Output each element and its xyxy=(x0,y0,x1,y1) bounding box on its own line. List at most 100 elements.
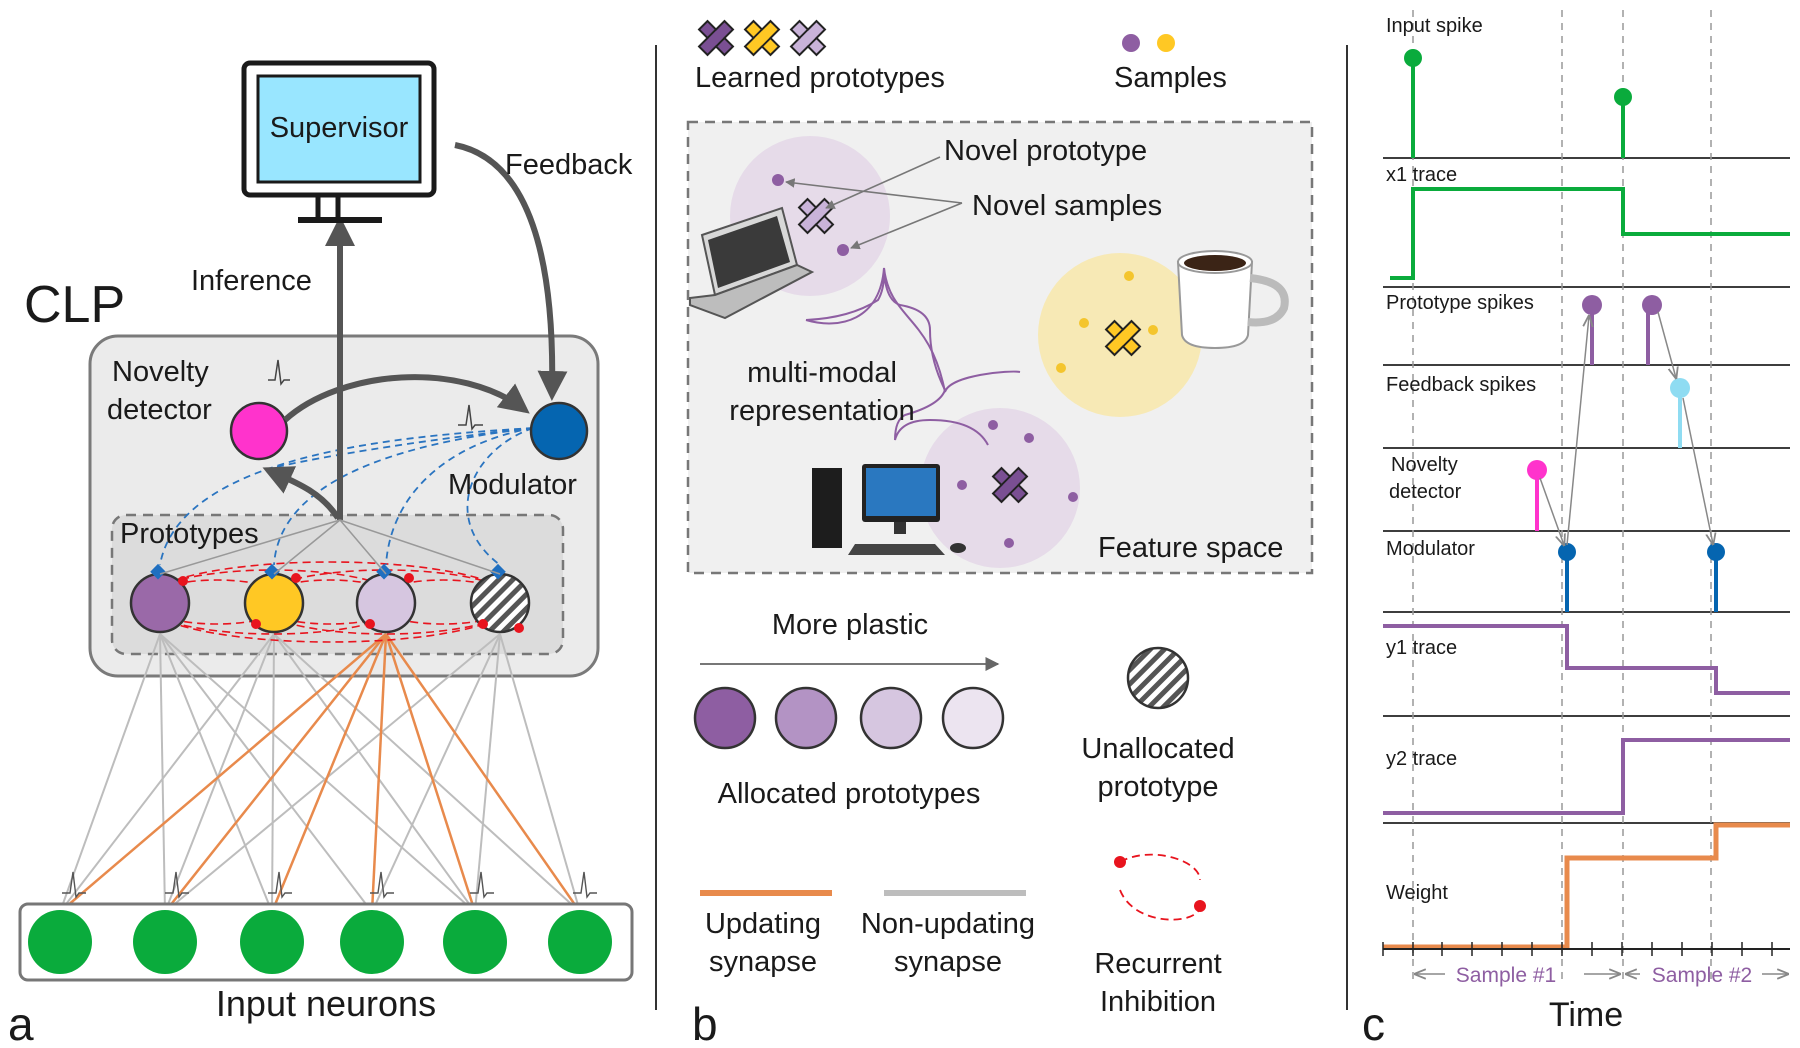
row-separators xyxy=(1383,157,1790,824)
feedback-label: Feedback xyxy=(505,149,633,181)
supervisor-label: Supervisor xyxy=(270,112,409,144)
feature-space-label: Feature space xyxy=(1098,532,1283,564)
modulator-connections xyxy=(159,427,534,566)
input-neuron-4 xyxy=(340,910,404,974)
causal-arrows xyxy=(1539,311,1713,545)
allocated-proto-4 xyxy=(941,686,1005,750)
allocated-proto-2 xyxy=(774,686,838,750)
updating-line1: Updating xyxy=(705,908,821,940)
unallocated-proto xyxy=(1126,646,1190,710)
input-neuron-1 xyxy=(28,910,92,974)
yellow-prototype-cross xyxy=(1104,319,1142,357)
novelty-detector-neuron xyxy=(229,401,289,461)
desktop-computer-image xyxy=(812,464,966,555)
row-label-weight: Weight xyxy=(1386,882,1448,904)
synapse-markers xyxy=(150,563,524,633)
input-neuron-6 xyxy=(548,910,612,974)
more-plastic-label: More plastic xyxy=(772,609,928,641)
brace-connector xyxy=(805,267,1021,393)
row-label-detector: detector xyxy=(1389,481,1462,503)
updating-line2: synapse xyxy=(709,946,817,978)
row-label-input-spike: Input spike xyxy=(1386,15,1483,37)
sample-dot-purple xyxy=(1122,34,1140,52)
panel-b: Learned prototypes Samples xyxy=(686,19,1314,1048)
nonupdating-line2: synapse xyxy=(894,946,1002,978)
sample1-label: Sample #1 xyxy=(1456,964,1556,987)
input-neurons-box xyxy=(18,902,634,982)
input-neuron-2 xyxy=(133,910,197,974)
feedback-spike xyxy=(1670,378,1690,448)
recurrent-inhibition-swatch xyxy=(1114,853,1206,921)
panel-b-letter: b xyxy=(692,998,718,1048)
recurrent-line2: Inhibition xyxy=(1100,986,1216,1018)
recurrent-line1: Recurrent xyxy=(1094,948,1221,980)
modulator-spikes xyxy=(1558,543,1725,612)
row-label-novelty: Novelty xyxy=(1391,454,1458,476)
weight-trace xyxy=(1383,822,1790,950)
row-label-y2-trace: y2 trace xyxy=(1386,748,1457,770)
time-label: Time xyxy=(1549,996,1623,1034)
allocated-proto-1 xyxy=(693,686,757,750)
coffee-cup-image xyxy=(1176,250,1289,350)
row-label-modulator: Modulator xyxy=(1386,538,1475,560)
novelty-spike xyxy=(1527,460,1547,531)
nonupdating-synapses xyxy=(59,633,581,913)
learned-prototypes-crosses xyxy=(697,19,827,57)
sample2-label: Sample #2 xyxy=(1652,964,1752,987)
samples-label: Samples xyxy=(1114,62,1227,94)
sample-dot-yellow xyxy=(1157,34,1175,52)
feedback-arrow xyxy=(454,142,568,401)
multimodal-line1: multi-modal xyxy=(747,357,897,389)
novelty-label-line1: Novelty xyxy=(112,356,209,388)
novel-prototype-cross xyxy=(797,197,835,235)
panel-a: Supervisor Feedback Inference CLP Novelt… xyxy=(8,60,634,1048)
clp-label: CLP xyxy=(24,276,125,334)
novelty-label-line2: detector xyxy=(107,394,212,426)
inference-label: Inference xyxy=(191,265,312,297)
row-label-prototype-spikes: Prototype spikes xyxy=(1386,292,1534,314)
allocated-proto-3 xyxy=(859,686,923,750)
purple-prototype-cross xyxy=(991,466,1029,504)
novelty-to-modulator-arrow xyxy=(282,374,530,423)
time-axis-ticks xyxy=(1382,942,1773,956)
multimodal-line2: representation xyxy=(729,395,914,427)
annotation-arrows xyxy=(785,156,963,250)
row-label-x1-trace: x1 trace xyxy=(1386,164,1457,186)
laptop-image xyxy=(689,206,815,320)
y2-trace xyxy=(1383,738,1790,815)
novel-samples-label: Novel samples xyxy=(972,190,1162,222)
input-spike-glyphs xyxy=(62,871,597,899)
updating-synapses xyxy=(59,633,582,913)
row-label-feedback-spikes: Feedback spikes xyxy=(1386,374,1536,396)
spike-glyph-modulator xyxy=(458,404,483,431)
spike-glyph-novelty xyxy=(268,359,290,386)
modulator-label: Modulator xyxy=(448,469,577,501)
novel-prototype-label: Novel prototype xyxy=(944,135,1147,167)
unallocated-line2: prototype xyxy=(1098,771,1219,803)
time-markers xyxy=(1412,10,1712,985)
prototypes-to-novelty-arrow xyxy=(262,466,341,520)
sample-dots xyxy=(772,174,1158,548)
row-label-y1-trace: y1 trace xyxy=(1386,637,1457,659)
prototype-spikes xyxy=(1582,295,1662,365)
y1-trace xyxy=(1383,624,1790,695)
prototype-fan xyxy=(159,519,501,575)
unallocated-line1: Unallocated xyxy=(1081,733,1234,765)
panel-c-letter: c xyxy=(1362,998,1385,1048)
input-neurons-label: Input neurons xyxy=(216,983,436,1024)
x1-trace xyxy=(1390,187,1790,280)
panel-c: Input spike x1 trace Prototype spikes Fe… xyxy=(1362,10,1790,1048)
nonupdating-line1: Non-updating xyxy=(861,908,1035,940)
input-neurons xyxy=(28,910,612,974)
learned-prototypes-label: Learned prototypes xyxy=(695,62,945,94)
prototypes-label: Prototypes xyxy=(120,518,259,550)
supervisor-monitor xyxy=(241,60,437,223)
input-neuron-3 xyxy=(240,910,304,974)
input-neuron-5 xyxy=(443,910,507,974)
multimodal-brace xyxy=(805,267,989,446)
modulator-neuron xyxy=(529,401,589,461)
allocated-label: Allocated prototypes xyxy=(718,778,981,810)
input-spikes xyxy=(1404,49,1632,158)
panel-a-letter: a xyxy=(8,998,34,1048)
